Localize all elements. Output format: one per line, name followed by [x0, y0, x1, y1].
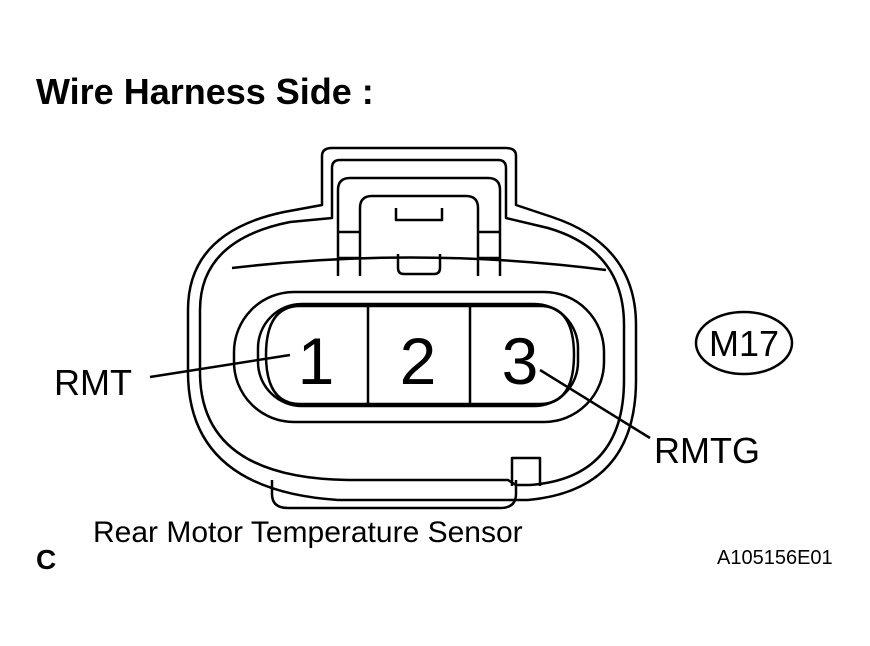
lock-slot-top: [394, 208, 444, 222]
connector-housing-outer: [186, 146, 638, 502]
section-letter: C: [36, 544, 57, 575]
connector-bottom-notch: [510, 456, 542, 486]
terminal-cavity-outer: [232, 290, 606, 424]
terminal-cavity-inner: [256, 302, 580, 408]
figure-id: A105156E01: [717, 547, 833, 569]
wire-label-rmtg: RMTG: [654, 430, 760, 471]
connector-id-ellipse: [694, 310, 794, 376]
connector-bottom-tab: [270, 480, 518, 510]
connector-lock-latch: [336, 176, 502, 276]
component-caption: Rear Motor Temperature Sensor: [93, 516, 523, 549]
pin-3-number: 3: [502, 324, 539, 398]
terminal-frame: [264, 304, 576, 406]
connector-id-label: M17: [709, 323, 779, 364]
diagram-title: Wire Harness Side :: [36, 71, 374, 112]
connector-seal-arc: [231, 256, 607, 272]
wire-label-rmt: RMT: [54, 362, 132, 403]
leader-line-rmtg: [539, 368, 651, 440]
pin-2-number: 2: [400, 324, 437, 398]
leader-line-rmt: [149, 353, 291, 379]
lock-slot-bottom: [396, 254, 442, 276]
connector-housing-inner: [198, 158, 626, 487]
pin-1-number: 1: [298, 324, 335, 398]
